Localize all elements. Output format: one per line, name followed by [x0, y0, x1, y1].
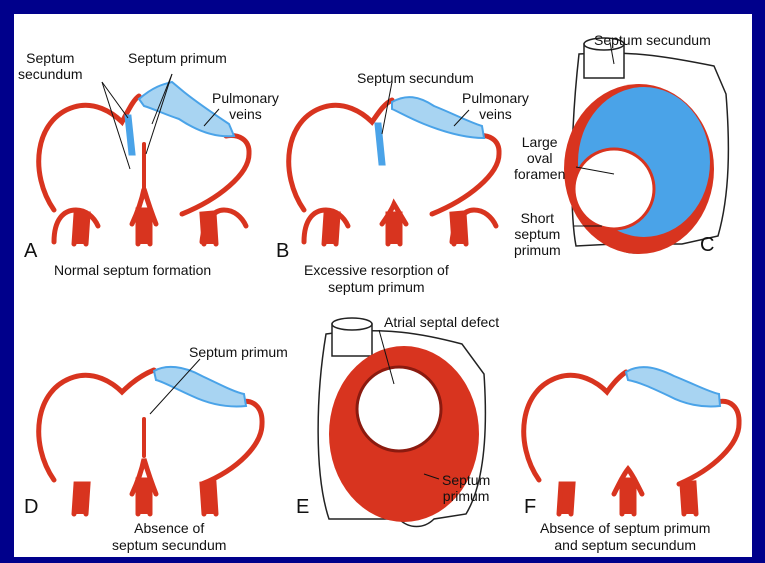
figure-panel: Septum secundum Septum primum Pulmonary … [14, 14, 752, 557]
label-large-oval-foramen: Large oval foramen [514, 134, 565, 182]
label-pulmonary-veins-a: Pulmonary veins [212, 90, 279, 122]
label-septum-primum-a: Septum primum [128, 50, 227, 66]
caption-b: Excessive resorption of septum primum [304, 262, 449, 296]
letter-c: C [700, 234, 714, 257]
letter-b: B [276, 240, 289, 263]
heart-panel-c [564, 38, 728, 254]
label-pulmonary-veins-b: Pulmonary veins [462, 90, 529, 122]
letter-d: D [24, 496, 38, 519]
label-atrial-septal-defect: Atrial septal defect [384, 314, 499, 330]
label-septum-secundum-b: Septum secundum [357, 70, 474, 86]
septum-secundum-a [126, 116, 134, 154]
letter-a: A [24, 240, 37, 263]
caption-f: Absence of septum primum and septum secu… [540, 520, 710, 554]
caption-a: Normal septum formation [54, 262, 211, 279]
label-septum-primum-e: Septum primum [442, 472, 490, 504]
letter-e: E [296, 496, 309, 519]
letter-f: F [524, 496, 536, 519]
pulmonary-veins-f [626, 367, 720, 406]
caption-d: Absence of septum secundum [112, 520, 226, 554]
label-short-septum-primum: Short septum primum [514, 210, 561, 258]
label-septum-primum-d: Septum primum [189, 344, 288, 360]
pulmonary-veins-d [154, 367, 246, 407]
label-septum-secundum-c: Septum secundum [594, 32, 711, 48]
label-septum-secundum-a: Septum secundum [18, 50, 83, 82]
